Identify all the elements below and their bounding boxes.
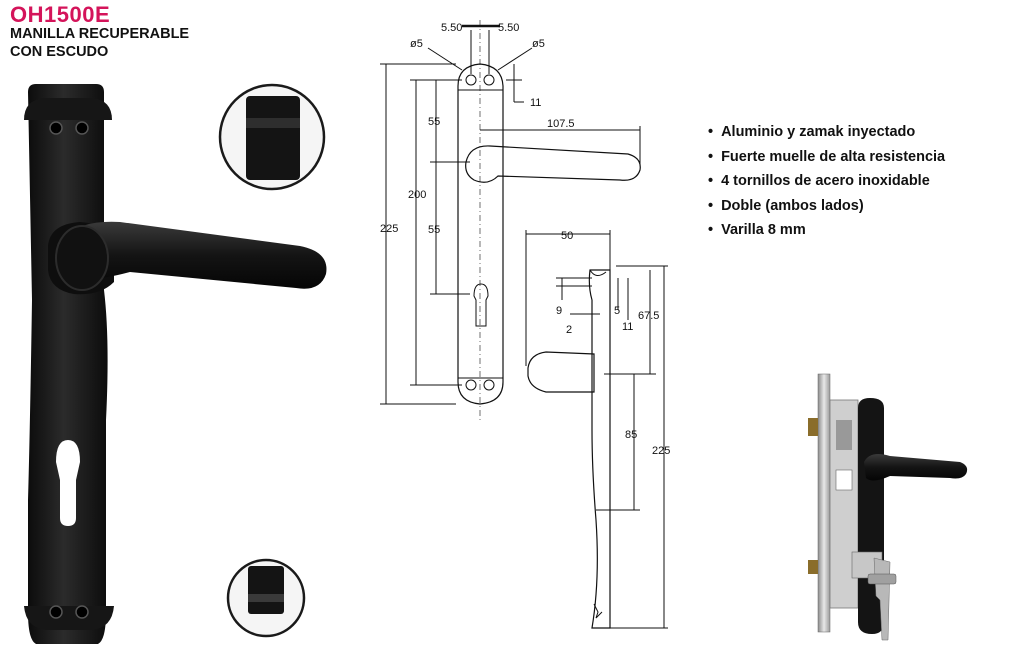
top-detail-inset <box>218 83 326 191</box>
screw-hole <box>75 121 89 135</box>
drawing-screw <box>483 74 495 86</box>
dim-label: 200 <box>408 189 426 201</box>
screw-hole <box>49 121 63 135</box>
screw-hole <box>49 605 63 619</box>
dimension-labels: 5.50 5.50 ø5 ø5 11 55 55 107.5 200 225 5… <box>380 22 670 457</box>
feature-item: Varilla 8 mm <box>708 218 945 243</box>
front-plate-outline <box>457 63 504 405</box>
dim-label: 225 <box>652 445 670 457</box>
lever-arm <box>70 221 327 289</box>
drawing-screw <box>465 379 477 391</box>
bottom-detail-inset <box>226 558 306 638</box>
dim-label: 2 <box>566 324 572 336</box>
dim-label: ø5 <box>532 38 545 50</box>
dim-label: 55 <box>428 116 440 128</box>
drawing-keyhole <box>473 283 489 327</box>
drawing-screw <box>483 379 495 391</box>
installed-lever <box>864 454 968 481</box>
dim-label: 67.5 <box>638 310 659 322</box>
dim-label: ø5 <box>410 38 423 50</box>
escutcheon-plate <box>28 84 108 644</box>
dim-label: 5.50 <box>498 22 519 34</box>
dim-label: 55 <box>428 224 440 236</box>
side-plate-outline <box>588 269 611 629</box>
dim-label: 50 <box>561 230 573 242</box>
title-line-1: MANILLA RECUPERABLE <box>10 26 190 42</box>
cylinder-cutout <box>56 440 80 526</box>
drawing-lever <box>465 145 641 183</box>
dim-label: 5.50 <box>441 22 462 34</box>
dim-label: 5 <box>614 305 620 317</box>
title-line-2: CON ESCUDO <box>10 44 109 60</box>
lock-faceplate <box>817 373 831 633</box>
feature-list: Aluminio y zamak inyectado Fuerte muelle… <box>708 120 945 243</box>
dim-label: 9 <box>556 305 562 317</box>
dim-label: 107.5 <box>547 118 575 130</box>
side-technical-drawing <box>525 230 668 629</box>
feature-item: 4 tornillos de acero inoxidable <box>708 169 945 194</box>
product-title: MANILLA RECUPERABLE CON ESCUDO <box>10 25 189 61</box>
plate-top-cap <box>24 98 112 120</box>
dim-label: 11 <box>622 321 633 333</box>
feature-item: Doble (ambos lados) <box>708 194 945 219</box>
dim-label: 225 <box>380 223 398 235</box>
plate-bottom-cap <box>24 606 114 630</box>
dim-label: 85 <box>625 429 637 441</box>
screw-hole <box>75 605 89 619</box>
side-lever <box>527 351 595 393</box>
feature-item: Aluminio y zamak inyectado <box>708 120 945 145</box>
front-technical-drawing <box>380 20 641 420</box>
installed-lock-photo <box>808 373 968 641</box>
feature-item: Fuerte muelle de alta resistencia <box>708 145 945 170</box>
lever-rose-ring <box>55 225 109 291</box>
product-code: OH1500E <box>10 2 111 27</box>
drawing-screw <box>465 74 477 86</box>
dim-label: 11 <box>530 97 541 109</box>
handle-photo <box>24 84 327 644</box>
